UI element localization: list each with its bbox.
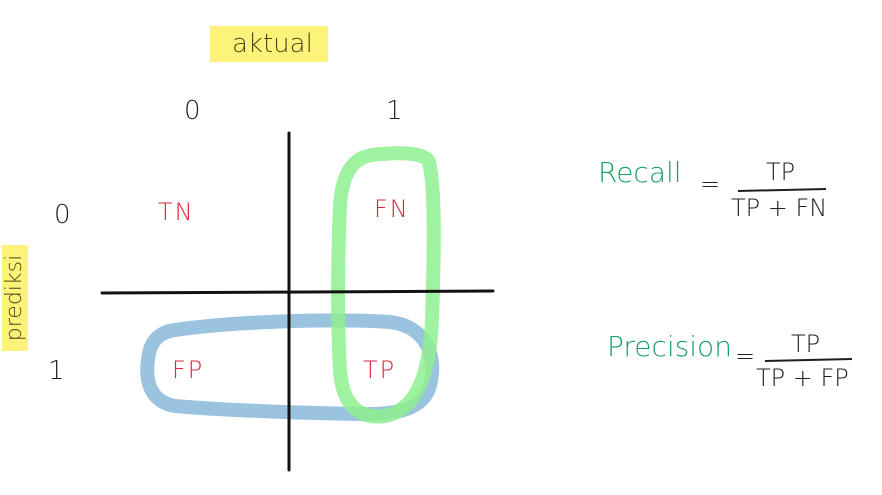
precision-equals: = — [735, 342, 756, 370]
cell-true-positive: TP — [363, 356, 397, 384]
predicted-axis-label: prediksi — [2, 245, 28, 351]
precision-denominator: TP + FP — [756, 364, 849, 392]
col-value-0: 0 — [184, 96, 201, 126]
recall-highlight-oval — [331, 146, 441, 424]
cell-true-negative: TN — [158, 198, 195, 226]
row-value-1: 1 — [48, 356, 65, 386]
actual-axis-label-text: aktual — [232, 29, 313, 59]
recall-equals: = — [700, 170, 721, 198]
cell-false-negative: FN — [374, 195, 410, 223]
recall-fraction-bar — [737, 188, 827, 192]
precision-fraction-bar — [764, 358, 853, 362]
precision-numerator: TP — [791, 330, 821, 358]
row-value-0: 0 — [54, 200, 71, 230]
col-value-1: 1 — [386, 96, 403, 126]
cell-false-positive: FP — [172, 356, 205, 384]
precision-label: Precision — [607, 330, 732, 363]
actual-axis-label: aktual — [210, 26, 328, 62]
recall-denominator: TP + FN — [731, 194, 828, 222]
recall-numerator: TP — [766, 158, 796, 186]
predicted-axis-label-text: prediksi — [2, 254, 27, 342]
horizontal-divider — [100, 289, 495, 295]
recall-label: Recall — [598, 156, 682, 189]
